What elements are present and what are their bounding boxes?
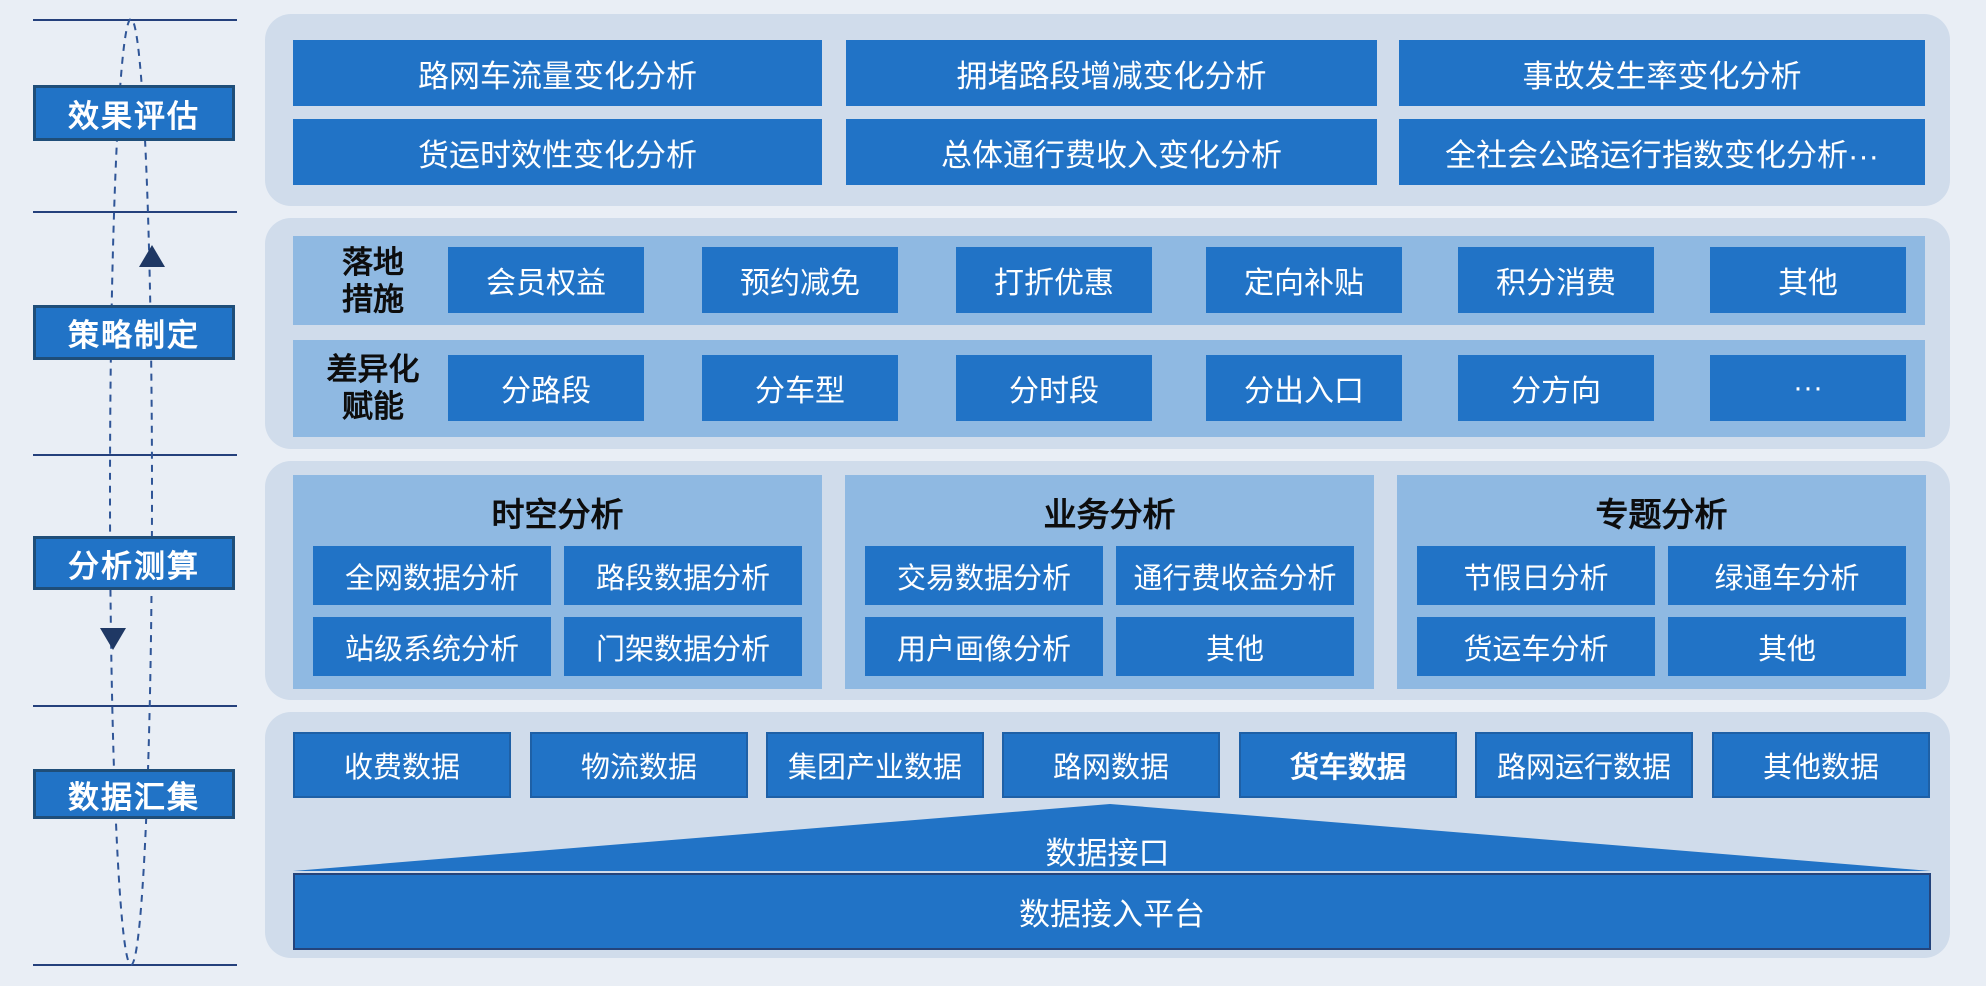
strategy-item: 打折优惠: [956, 247, 1152, 313]
cycle-dashed-ellipse: [109, 18, 153, 966]
strategy-item: 分车型: [702, 355, 898, 421]
evaluation-box: 货运时效性变化分析: [293, 119, 822, 185]
strategy-item: 其他: [1710, 247, 1906, 313]
analysis-item: 其他: [1668, 617, 1906, 676]
analysis-item: 路段数据分析: [564, 546, 802, 605]
analysis-header-business: 业务分析: [1043, 496, 1176, 533]
strategy-item: 定向补贴: [1206, 247, 1402, 313]
label-line: 赋能: [342, 389, 404, 424]
evaluation-box: 全社会公路运行指数变化分析···: [1399, 119, 1925, 185]
data-source-box: 收费数据: [293, 732, 511, 798]
evaluation-box: 总体通行费收入变化分析: [846, 119, 1377, 185]
analysis-item: 其他: [1116, 617, 1354, 676]
data-source-box: 其他数据: [1712, 732, 1930, 798]
data-source-box: 路网数据: [1002, 732, 1220, 798]
evaluation-box: 路网车流量变化分析: [293, 40, 822, 106]
strategy-item: 分方向: [1458, 355, 1654, 421]
analysis-item: 用户画像分析: [865, 617, 1103, 676]
data-source-box: 路网运行数据: [1475, 732, 1693, 798]
analysis-item: 全网数据分析: [313, 546, 551, 605]
strategy-item: 分路段: [448, 355, 644, 421]
strategy-item: 分时段: [956, 355, 1152, 421]
analysis-item: 通行费收益分析: [1116, 546, 1354, 605]
data-source-box: 货车数据: [1239, 732, 1457, 798]
strategy-row-label-measures: 落地 措施: [298, 243, 448, 319]
strategy-item: 会员权益: [448, 247, 644, 313]
strategy-item: ···: [1710, 355, 1906, 421]
evaluation-box: 事故发生率变化分析: [1399, 40, 1925, 106]
label-line: 措施: [342, 282, 404, 317]
analysis-header-spatiotemporal: 时空分析: [491, 496, 624, 533]
data-interface-label: 数据接口: [1045, 836, 1170, 871]
arrow-down-icon: [100, 628, 126, 650]
analysis-item: 站级系统分析: [313, 617, 551, 676]
label-line: 差异化: [326, 352, 420, 387]
data-source-box: 集团产业数据: [766, 732, 984, 798]
data-source-box: 物流数据: [530, 732, 748, 798]
analysis-item: 交易数据分析: [865, 546, 1103, 605]
analysis-item: 绿通车分析: [1668, 546, 1906, 605]
stage-box-evaluation: 效果评估: [33, 85, 235, 141]
strategy-row-label-differentiation: 差异化 赋能: [298, 350, 448, 426]
analysis-item: 门架数据分析: [564, 617, 802, 676]
analysis-item: 货运车分析: [1417, 617, 1655, 676]
evaluation-box: 拥堵路段增减变化分析: [846, 40, 1377, 106]
strategy-item: 分出入口: [1206, 355, 1402, 421]
stage-box-data: 数据汇集: [33, 769, 235, 819]
stage-box-analysis: 分析测算: [33, 536, 235, 590]
analysis-header-special: 专题分析: [1595, 496, 1728, 533]
analysis-item: 节假日分析: [1417, 546, 1655, 605]
label-line: 落地: [342, 245, 404, 280]
stage-box-strategy: 策略制定: [33, 305, 235, 360]
strategy-item: 预约减免: [702, 247, 898, 313]
data-platform-bar: 数据接入平台: [293, 873, 1931, 950]
arrow-up-icon: [139, 245, 165, 267]
strategy-item: 积分消费: [1458, 247, 1654, 313]
